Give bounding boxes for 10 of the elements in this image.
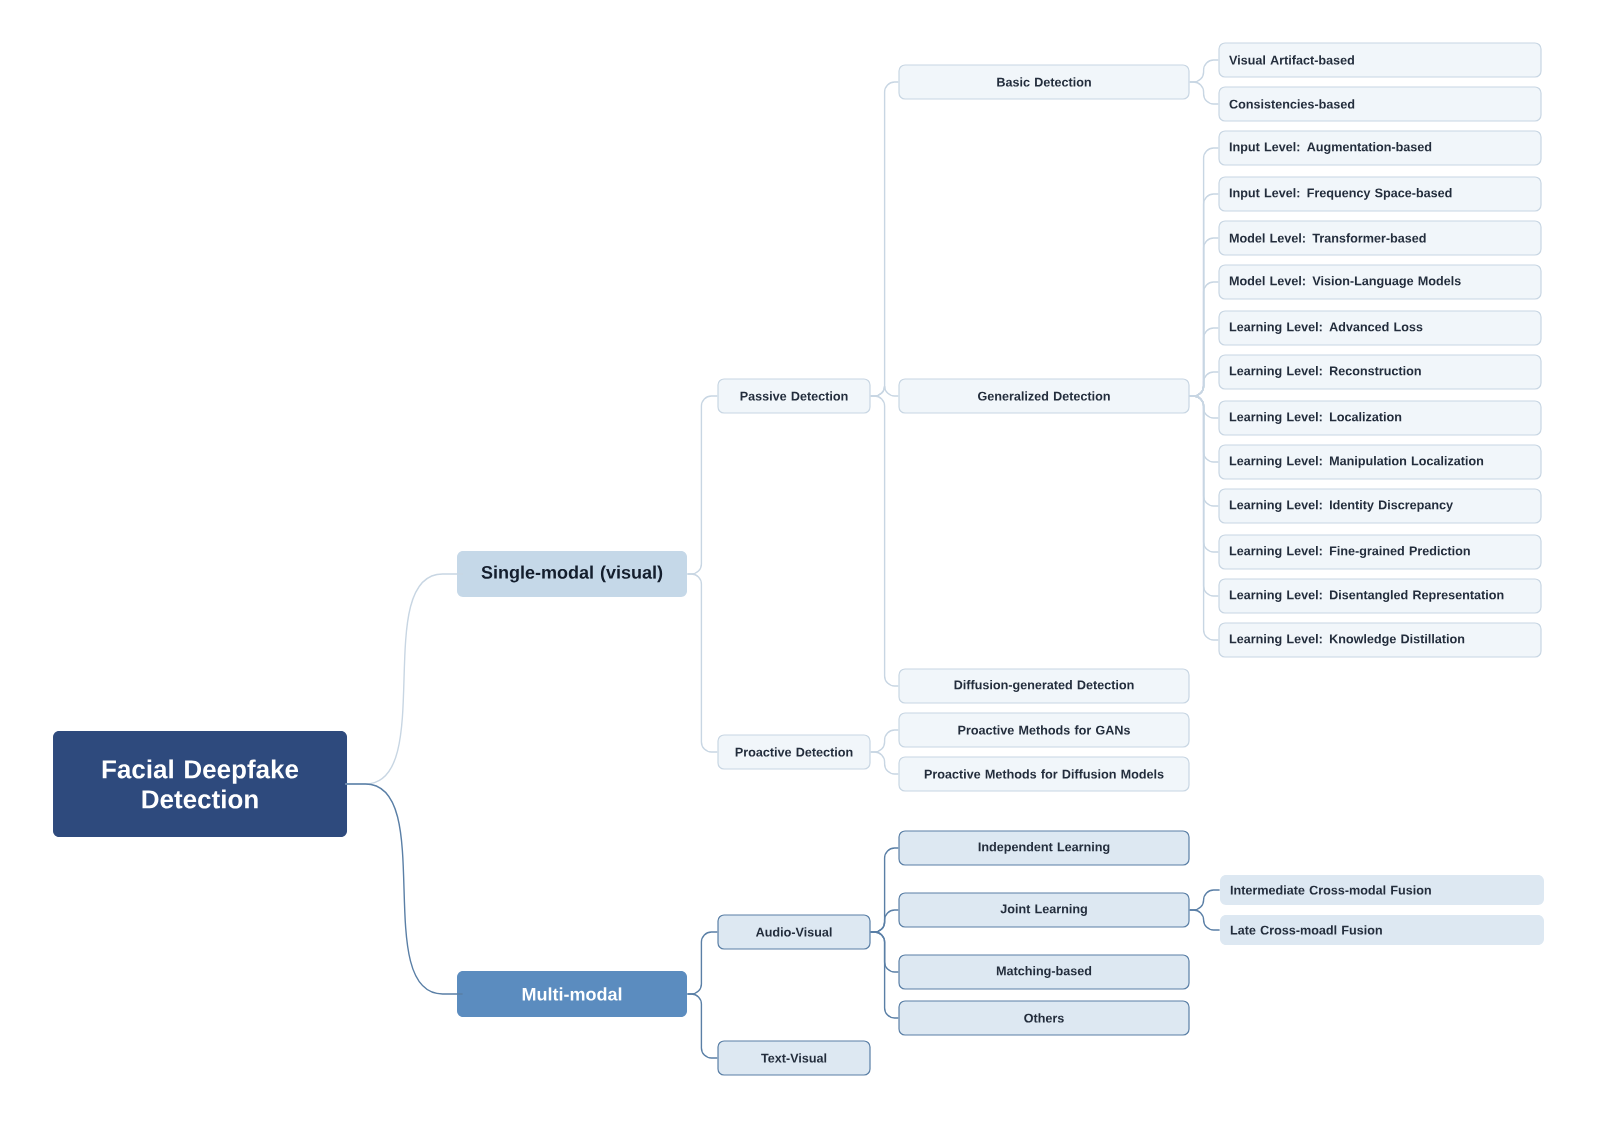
connector (1188, 395, 1220, 641)
connector (869, 395, 900, 687)
connector (869, 931, 900, 1019)
connector (869, 751, 900, 775)
connector (1188, 909, 1221, 931)
category-box: Single-modal (visual) (457, 551, 687, 597)
root-box: Facial Deepfake Detection (53, 731, 347, 837)
connector (344, 783, 464, 995)
category-box: Multi-modal (457, 971, 687, 1017)
connector (1188, 81, 1220, 105)
